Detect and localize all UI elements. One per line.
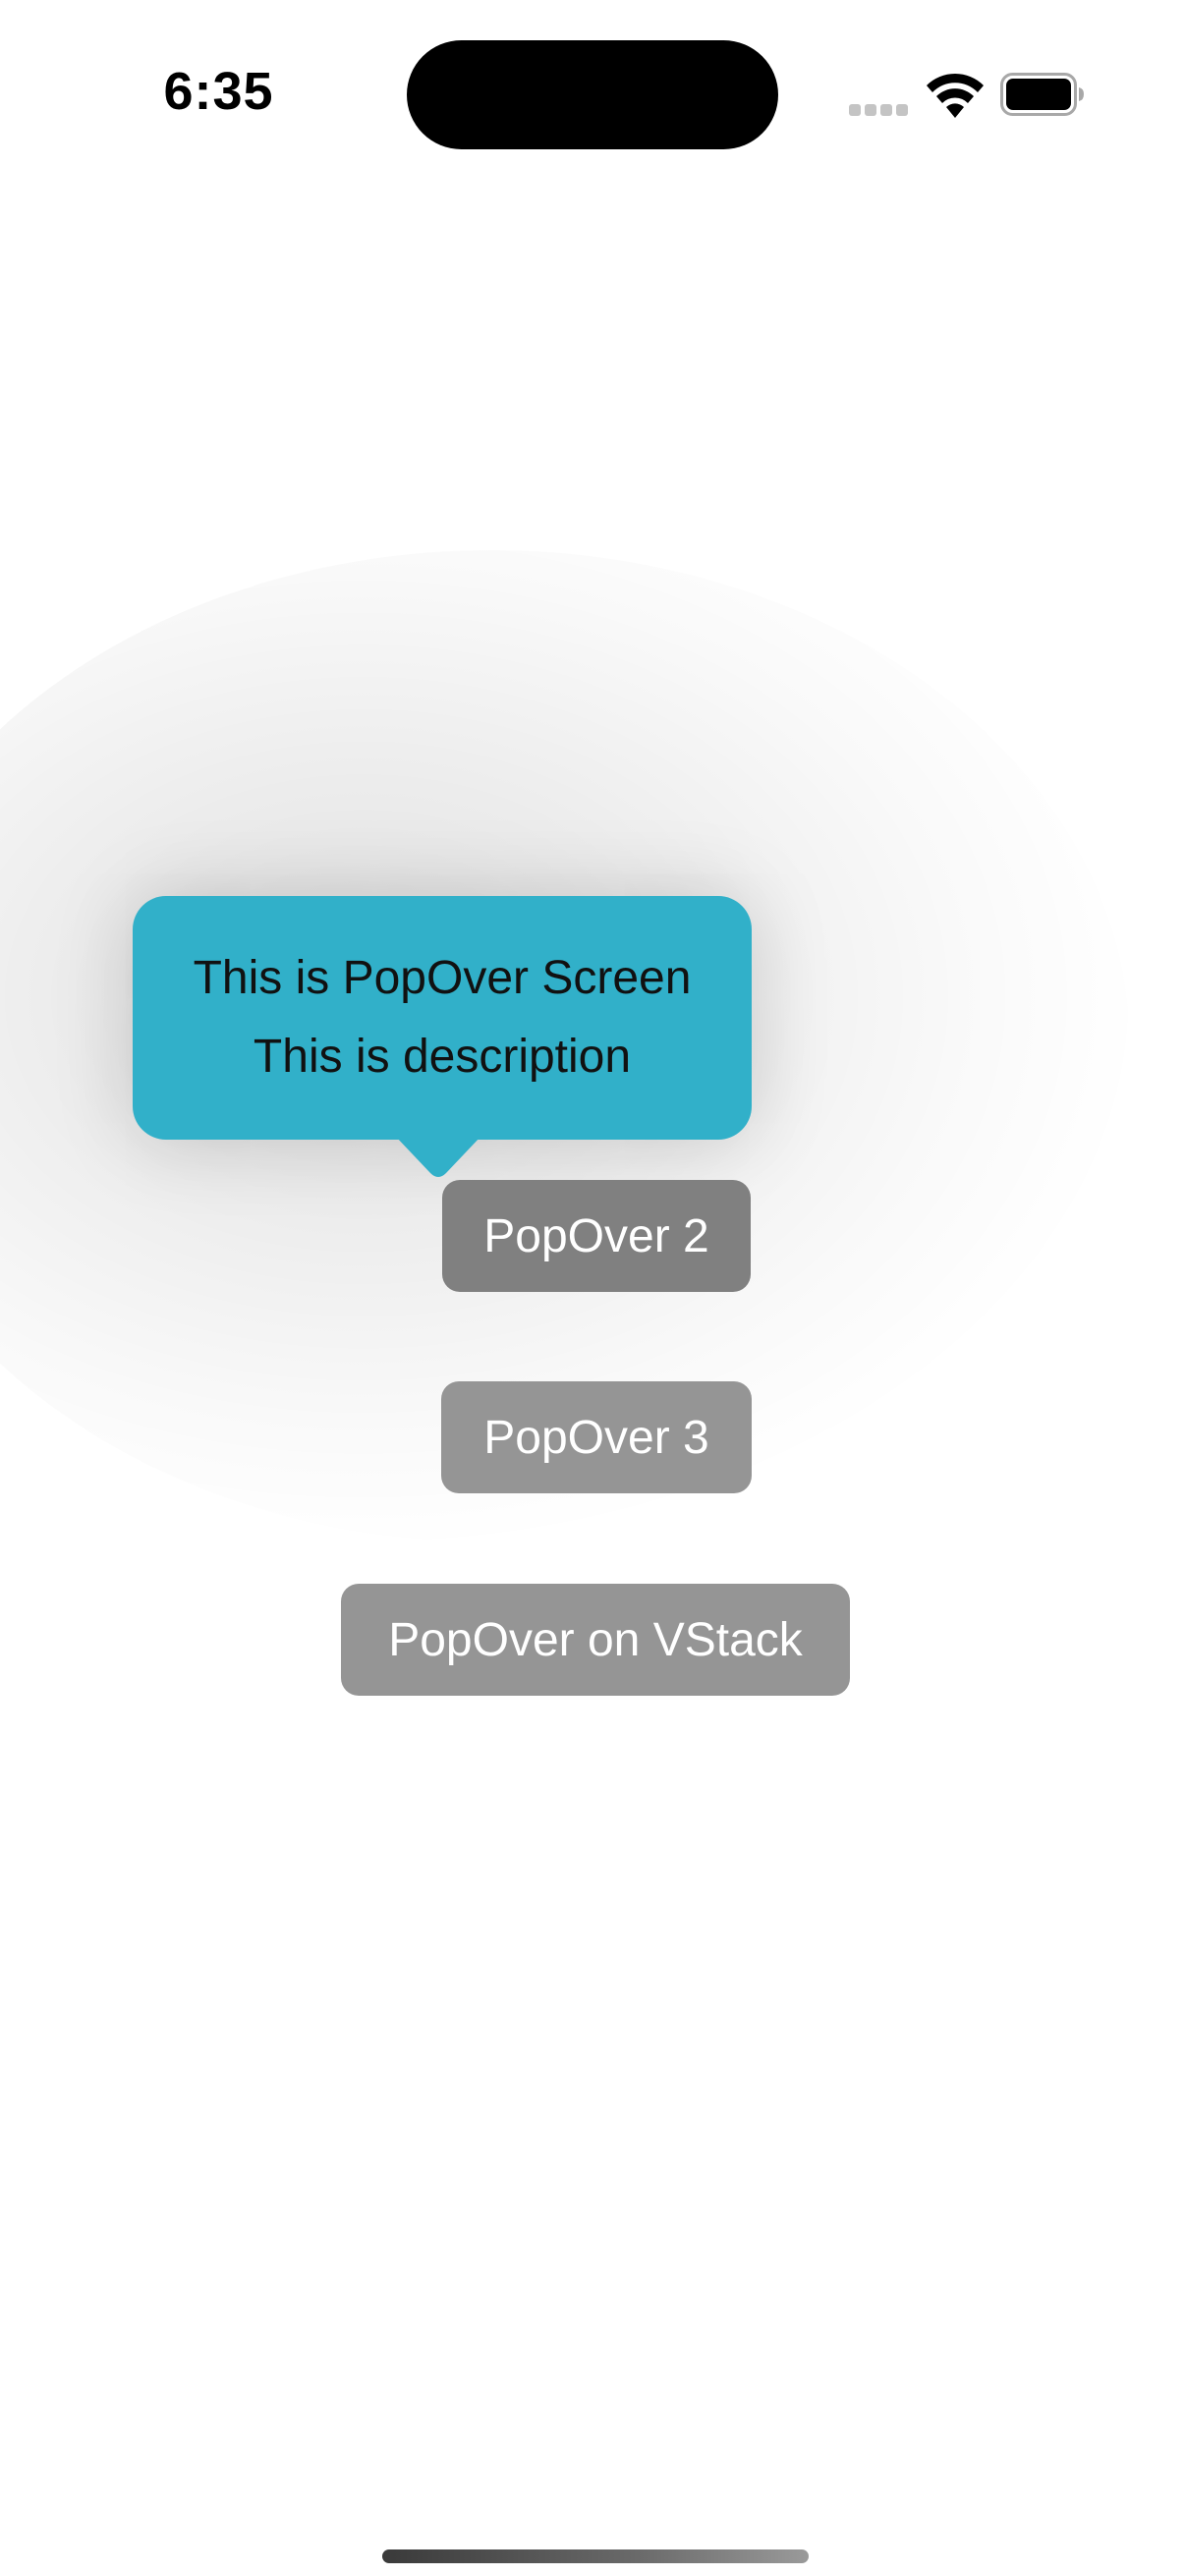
cellular-signal-icon <box>849 104 908 116</box>
dynamic-island <box>407 40 778 149</box>
popover-description: This is description <box>253 1031 632 1083</box>
wifi-icon <box>927 73 984 118</box>
popover-3-button[interactable]: PopOver 3 <box>441 1381 752 1493</box>
popover-bubble[interactable]: This is PopOver Screen This is descripti… <box>133 896 752 1140</box>
status-time: 6:35 <box>163 62 274 121</box>
home-indicator[interactable] <box>382 2549 809 2563</box>
status-bar: 6:35 <box>0 0 1185 196</box>
popover-2-button[interactable]: PopOver 2 <box>442 1180 751 1292</box>
popover-vstack-button[interactable]: PopOver on VStack <box>341 1584 850 1696</box>
popover-arrow <box>395 1136 481 1177</box>
battery-icon <box>1000 73 1084 116</box>
popover-title: This is PopOver Screen <box>193 952 692 1004</box>
